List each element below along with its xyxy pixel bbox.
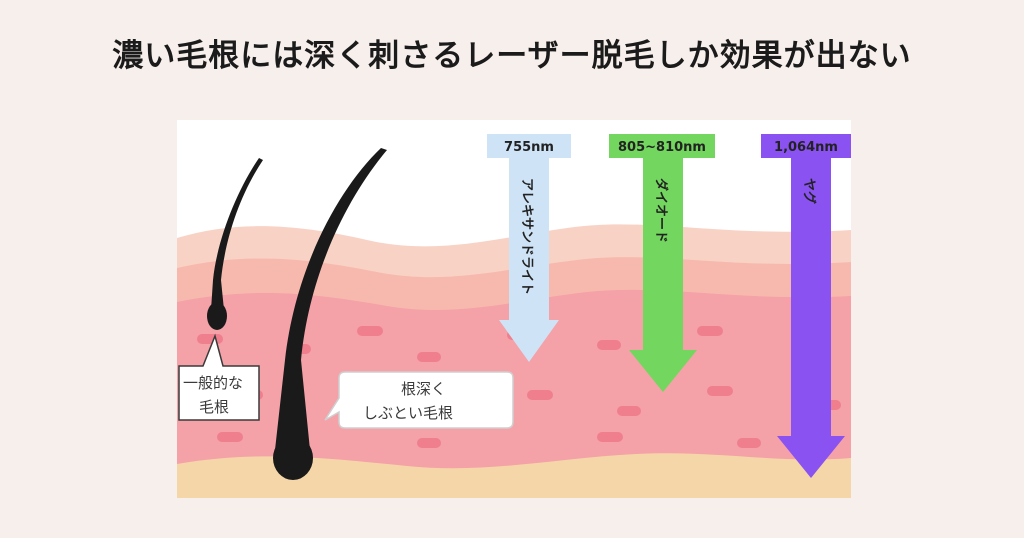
callout-normal-hair: 一般的な 毛根 [178, 333, 260, 421]
laser-name-yag: ヤグ [801, 178, 817, 204]
normal-hair [207, 158, 263, 330]
page-title: 濃い毛根には深く刺さるレーザー脱毛しか効果が出ない [112, 38, 912, 74]
laser-arrow-diode: 805~810nm ダイオード [609, 134, 715, 392]
laser-wavelength-yag: 1,064nm [774, 140, 838, 155]
laser-name-diode: ダイオード [653, 178, 669, 243]
laser-name-alexandrite: アレキサンドライト [519, 178, 534, 295]
laser-arrow-yag: 1,064nm ヤグ [761, 134, 851, 478]
laser-arrow-alexandrite: 755nm アレキサンドライト [487, 134, 571, 362]
laser-wavelength-alexandrite: 755nm [504, 140, 554, 155]
callout-deep-line2: しぶとい毛根 [363, 404, 453, 422]
laser-wavelength-diode: 805~810nm [618, 140, 706, 155]
subcutis-layer [177, 453, 851, 498]
callout-deep-line1: 根深く [401, 380, 446, 398]
callout-normal-line2: 毛根 [199, 398, 229, 416]
callout-normal-line1: 一般的な [183, 374, 243, 392]
deep-hair [273, 148, 387, 480]
skin-diagram: 一般的な 毛根 根深く しぶとい毛根 755nm アレキサンドライト 805~8… [177, 120, 851, 498]
callout-deep-hair: 根深く しぶとい毛根 [324, 371, 514, 429]
